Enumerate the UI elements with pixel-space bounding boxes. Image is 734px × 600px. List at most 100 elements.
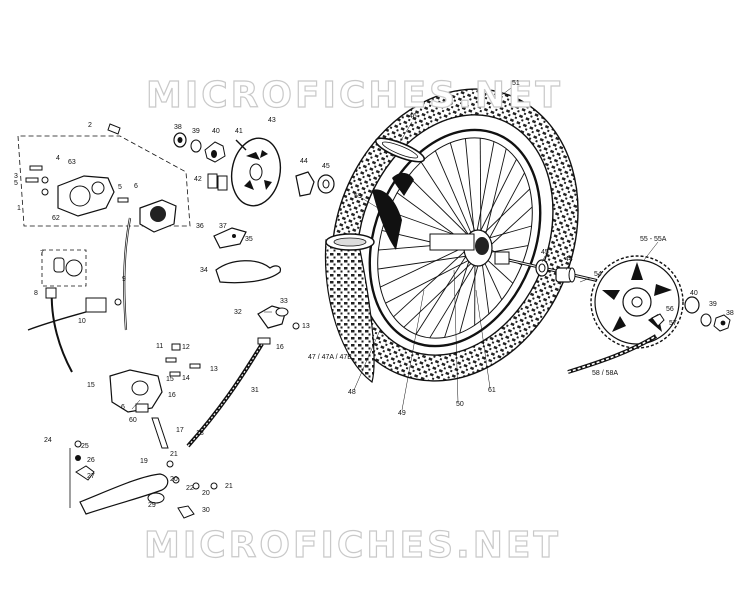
callout-46: 46 — [409, 113, 417, 120]
callout-20b: 20 — [202, 490, 210, 497]
inner-tube — [374, 137, 426, 163]
callout-60: 60 — [129, 417, 137, 424]
rear-sprocket — [590, 255, 684, 349]
callout-1: 1 — [17, 205, 21, 212]
fluid-reservoir — [257, 305, 300, 330]
callout-58: 58 / 58A — [592, 370, 619, 377]
callout-13b: 13 — [302, 323, 310, 330]
wheel-spoke — [377, 253, 482, 270]
callout-15: 15 — [87, 382, 95, 389]
brake-line — [27, 287, 122, 373]
callout-11: 11 — [156, 343, 164, 350]
watermark-bottom: MICROFICHES.NET — [143, 525, 561, 566]
brake-pads — [41, 249, 87, 287]
callout-27: 27 — [87, 473, 95, 480]
callout-18: 18 — [196, 430, 204, 437]
brake-hose — [123, 217, 132, 331]
axle-spacer-44 — [555, 267, 576, 283]
callout-34: 34 — [200, 267, 208, 274]
callout-41: 41 — [235, 128, 243, 135]
callout-4: 4 — [56, 155, 60, 162]
wheel-spoke — [464, 138, 476, 243]
callout-43: 43 — [268, 117, 276, 124]
wheel-spoke — [393, 241, 476, 318]
watermark-top: MICROFICHES.NET — [145, 75, 563, 116]
callout-31: 31 — [251, 387, 259, 394]
callout-13: 13 — [210, 366, 218, 373]
callout-25: 25 — [81, 443, 89, 450]
drive-chain — [567, 334, 658, 374]
callout-61: 61 — [488, 387, 496, 394]
callout-45b: 45 — [541, 249, 549, 256]
caliper-bracket — [213, 227, 247, 249]
callout-2: 2 — [88, 122, 92, 129]
wheel-spoke — [434, 150, 476, 243]
callout-32: 32 — [234, 309, 242, 316]
callout-33: 33 — [280, 298, 288, 305]
callout-59: 59 — [354, 193, 362, 200]
chain-guard — [215, 260, 281, 284]
callout-57: 57 — [669, 320, 677, 327]
wheel-spoke — [429, 253, 482, 339]
callout-62: 62 — [52, 215, 60, 222]
callout-51: 51 — [512, 80, 520, 87]
callout-40: 40 — [212, 128, 220, 135]
callout-19: 19 — [140, 458, 148, 465]
callout-49: 49 — [398, 410, 406, 417]
small-bolts-left — [25, 165, 129, 203]
callout-36: 36 — [196, 223, 204, 230]
callout-7: 7 — [40, 250, 44, 257]
callout-14: 14 — [182, 375, 190, 382]
callout-10: 10 — [78, 318, 86, 325]
callout-37: 37 — [219, 223, 227, 230]
callout-24: 24 — [44, 437, 52, 444]
callout-38b: 38 — [726, 310, 734, 317]
callout-29: 29 — [148, 502, 156, 509]
sprocket-side-hardware — [651, 296, 731, 332]
pedal-hardware — [165, 343, 218, 490]
callout-16b: 16 — [276, 344, 284, 351]
wheel-spoke — [407, 175, 476, 243]
rim-band — [372, 172, 414, 250]
callout-21b: 21 — [225, 483, 233, 490]
top-spacers — [295, 171, 335, 197]
callout-5b: 5 — [118, 184, 122, 191]
callout-55: 55 - 55A — [640, 236, 667, 243]
callout-39: 39 — [192, 128, 200, 135]
spare-tire — [324, 233, 375, 384]
brake-disc — [230, 137, 282, 207]
wheel-spoke — [474, 141, 495, 243]
callout-30: 30 — [202, 507, 210, 514]
callout-17: 17 — [176, 427, 184, 434]
callout-54: 54 — [594, 271, 602, 278]
brake-pedal — [69, 440, 195, 519]
callout-47: 47 / 47A / 47B — [308, 354, 352, 361]
callout-35: 35 — [245, 236, 253, 243]
disc-hardware — [173, 132, 247, 191]
callout-26: 26 — [87, 457, 95, 464]
callout-44: 44 — [300, 158, 308, 165]
callout-39b: 39 — [709, 301, 717, 308]
callout-12: 12 — [182, 344, 190, 351]
axle-spacer-45 — [535, 259, 549, 277]
callout-9: 9 — [122, 276, 126, 283]
callout-45: 45 — [322, 163, 330, 170]
callout-48: 48 — [348, 389, 356, 396]
callout-16: 16 — [168, 392, 176, 399]
callout-15b: 15 — [166, 376, 174, 383]
wheel-spoke — [459, 253, 482, 334]
callout-21: 21 — [170, 451, 178, 458]
callout-56: 56 — [666, 306, 674, 313]
callout-40b: 40 — [690, 290, 698, 297]
callout-50: 50 — [456, 401, 464, 408]
callout-6b: 6 — [121, 404, 125, 411]
callout-20: 20 — [170, 476, 178, 483]
callout-22: 22 — [186, 485, 194, 492]
brake-caliper-group — [17, 123, 191, 233]
master-cylinder — [109, 369, 163, 413]
callout-6: 6 — [134, 183, 138, 190]
callout-5: 5 — [14, 180, 18, 187]
brake-rod — [151, 417, 169, 449]
callout-38: 38 — [174, 124, 182, 131]
